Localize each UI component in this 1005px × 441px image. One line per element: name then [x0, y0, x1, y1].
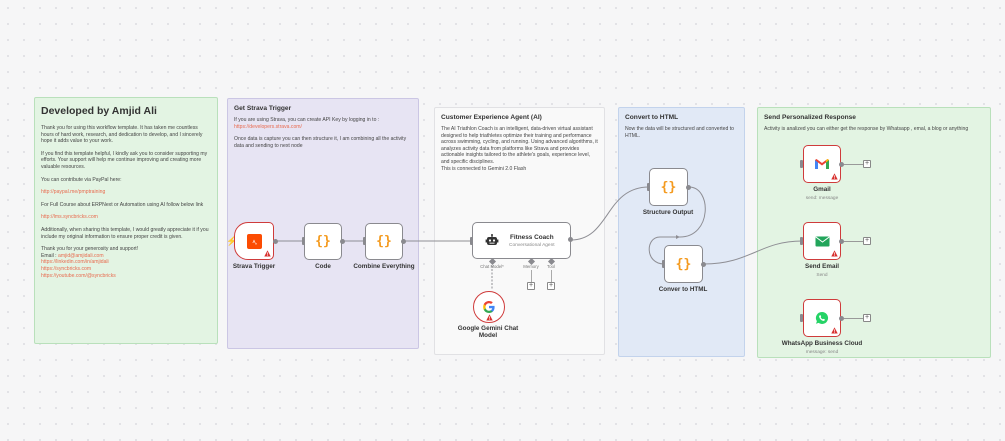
node-label: Fitness Coach: [509, 233, 554, 241]
robot-icon: [485, 233, 499, 245]
whatsapp-node[interactable]: [803, 299, 841, 337]
node-label: Conver to HTML: [658, 286, 708, 293]
braces-icon: {}: [315, 234, 331, 249]
code-output-port[interactable]: [340, 239, 345, 244]
node-subtitle: message: send: [805, 350, 839, 355]
send-email-output-port[interactable]: [839, 239, 844, 244]
gmail-node[interactable]: [803, 145, 841, 183]
note-developer-title: Developed by Amjid Ali: [41, 105, 157, 117]
email-line: Email : amjid@amjidali.com: [41, 253, 211, 260]
strava-icon: [246, 233, 262, 249]
tool-port-label: Tool: [547, 264, 555, 269]
note-text: Thank you for your generosity and suppor…: [41, 246, 139, 253]
note-text: Additionally, when sharing this template…: [41, 226, 209, 240]
convert-output-port[interactable]: [701, 262, 706, 267]
code-node[interactable]: {}: [304, 223, 342, 260]
note-text: The AI Triathlon Coach is an intelligent…: [441, 126, 598, 165]
warning-icon: [264, 250, 271, 257]
gmail-add-button[interactable]: +: [863, 160, 871, 168]
combine-output-port[interactable]: [401, 239, 406, 244]
whatsapp-add-button[interactable]: +: [863, 314, 871, 322]
linkedin-link[interactable]: https://linkedin.com/in/amjidali: [41, 259, 109, 266]
warning-icon: [831, 327, 838, 334]
note-response-title: Send Personalized Response: [764, 114, 856, 121]
agent-output-port[interactable]: [568, 237, 573, 242]
whatsapp-input-port[interactable]: [800, 314, 803, 322]
add-tool-button[interactable]: +: [547, 282, 555, 290]
strava-output-port[interactable]: [273, 239, 278, 244]
gmail-icon: [815, 159, 829, 169]
convert-to-html-node[interactable]: {}: [664, 245, 703, 283]
combine-input-port[interactable]: [363, 237, 366, 245]
convert-input-port[interactable]: [662, 260, 665, 268]
email-link[interactable]: amjid@amjidali.com: [57, 252, 104, 259]
note-text: If you are using Strava, you can create …: [234, 117, 380, 123]
node-label: Combine Everything: [353, 263, 415, 270]
paypal-link[interactable]: http://paypal.me/pmptraining: [41, 189, 106, 196]
warning-icon: [486, 314, 493, 321]
structure-output-node[interactable]: {}: [649, 168, 688, 206]
node-label: Google Gemini Chat Model: [457, 325, 519, 339]
strava-trigger-node[interactable]: [234, 222, 274, 260]
note-text: You can contribute via PayPal here:: [41, 176, 122, 183]
code-input-port[interactable]: [302, 237, 305, 245]
gmail-output-port[interactable]: [839, 162, 844, 167]
node-label: Strava Trigger: [232, 263, 276, 270]
gmail-output-line: [844, 164, 863, 165]
node-subtitle: Conversational Agent: [509, 242, 555, 248]
note-convert-html[interactable]: Convert to HTML Now the data will be str…: [618, 107, 745, 357]
note-text: Now the data will be structured and conv…: [625, 126, 735, 139]
whatsapp-output-line: [844, 318, 863, 319]
note-text: Thank you for using this workflow templa…: [41, 125, 203, 145]
note-text: For Full Course about ERPNext or Automat…: [41, 201, 204, 208]
website-link[interactable]: https://syncbricks.com: [41, 265, 92, 272]
node-subtitle: Send: [816, 273, 828, 278]
warning-icon: [831, 173, 838, 180]
structure-output-port[interactable]: [686, 185, 691, 190]
youtube-link[interactable]: https://youtube.com/@syncbricks: [41, 272, 116, 279]
google-gemini-node[interactable]: [473, 291, 505, 323]
envelope-icon: [815, 236, 829, 246]
tool-connector-line: [551, 270, 552, 282]
note-agent-title: Customer Experience Agent (AI): [441, 114, 542, 121]
fitness-coach-agent-node[interactable]: Fitness Coach Conversational Agent: [472, 222, 571, 259]
send-email-input-port[interactable]: [800, 237, 803, 245]
send-email-output-line: [844, 241, 863, 242]
send-email-node[interactable]: [803, 222, 841, 260]
braces-icon: {}: [675, 256, 692, 272]
note-response[interactable]: Send Personalized Response Activity is a…: [757, 107, 991, 358]
structure-input-port[interactable]: [647, 183, 650, 191]
note-text: Activity is analized you can either get …: [764, 126, 969, 132]
memory-connector-line: [531, 270, 532, 282]
node-label: Send Email: [805, 263, 839, 270]
node-subtitle: send: message: [805, 196, 839, 201]
note-strava-title: Get Strava Trigger: [234, 105, 292, 112]
braces-icon: {}: [376, 234, 392, 249]
warning-icon: [831, 250, 838, 257]
google-icon: [483, 301, 495, 313]
agent-input-port[interactable]: [470, 237, 473, 245]
node-label: Code: [315, 263, 331, 270]
add-memory-button[interactable]: +: [527, 282, 535, 290]
node-label: WhatsApp Business Cloud: [781, 340, 863, 347]
node-label: Gmail: [813, 186, 831, 193]
course-link[interactable]: http://lms.syncbricks.com: [41, 214, 98, 221]
strava-dev-link[interactable]: https://developers.strava.com/: [234, 123, 302, 130]
note-text: This is connected to Gemini 2.0 Flash: [441, 165, 527, 172]
braces-icon: {}: [660, 179, 677, 195]
whatsapp-icon: [815, 311, 829, 324]
node-label: Structure Output: [642, 209, 694, 216]
send-email-add-button[interactable]: +: [863, 237, 871, 245]
memory-port-label: Memory: [523, 264, 539, 269]
gmail-input-port[interactable]: [800, 160, 803, 168]
lightning-icon: ⚡: [226, 236, 238, 246]
note-developer[interactable]: Developed by Amjid Ali Thank you for usi…: [34, 97, 218, 344]
email-label: Email :: [41, 252, 58, 259]
note-text: Once data is capture you can then struct…: [234, 136, 407, 149]
note-html-title: Convert to HTML: [625, 114, 679, 121]
chat-model-port-label: Chat Model*: [480, 264, 504, 269]
combine-everything-node[interactable]: {}: [365, 223, 403, 260]
note-text: If you find this template helpful, I kin…: [41, 150, 208, 170]
whatsapp-output-port[interactable]: [839, 316, 844, 321]
